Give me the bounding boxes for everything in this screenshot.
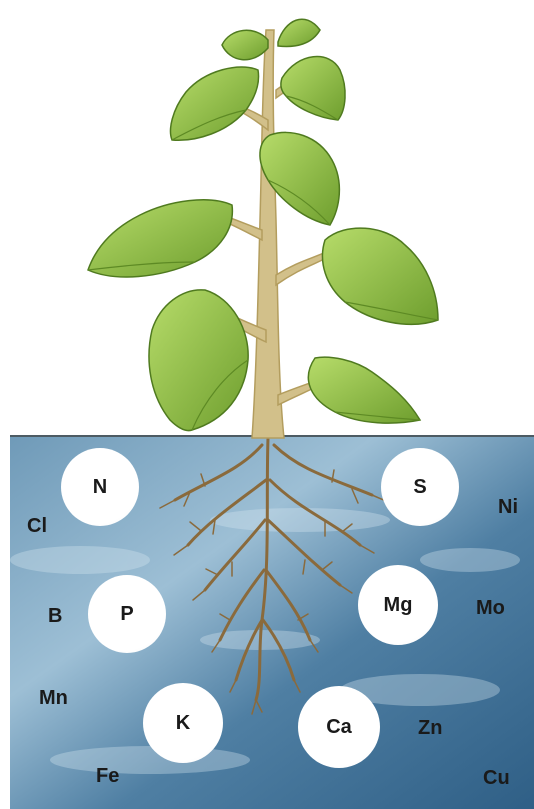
leaf-top-left	[222, 30, 268, 59]
macronutrient-mg: Mg	[358, 565, 438, 645]
macronutrient-ca: Ca	[298, 686, 380, 768]
leaf-lower-right	[308, 357, 420, 423]
macronutrient-label: P	[120, 603, 133, 626]
leaf-top-right	[278, 19, 320, 46]
leaf-mid-left	[88, 200, 232, 277]
macronutrient-s: S	[381, 448, 459, 526]
macronutrient-p: P	[88, 575, 166, 653]
leaf-mid-right	[322, 228, 438, 324]
macronutrient-label: Mg	[384, 594, 413, 617]
macronutrient-k: K	[143, 683, 223, 763]
micronutrient-cu: Cu	[483, 768, 510, 788]
micronutrient-b: B	[48, 606, 62, 626]
leaf-upper-right	[281, 57, 345, 120]
leaf-upper-left	[171, 67, 259, 140]
micronutrient-fe: Fe	[96, 766, 119, 786]
micronutrient-mo: Mo	[476, 598, 505, 618]
micronutrient-cl: Cl	[27, 516, 47, 536]
micronutrient-mn: Mn	[39, 688, 68, 708]
macronutrient-label: Ca	[326, 716, 352, 739]
macronutrient-label: K	[176, 712, 190, 735]
micronutrient-ni: Ni	[498, 497, 518, 517]
macronutrient-label: N	[93, 476, 107, 499]
leaf-lower-left	[149, 290, 248, 431]
macronutrient-n: N	[61, 448, 139, 526]
micronutrient-zn: Zn	[418, 718, 442, 738]
macronutrient-label: S	[413, 476, 426, 499]
